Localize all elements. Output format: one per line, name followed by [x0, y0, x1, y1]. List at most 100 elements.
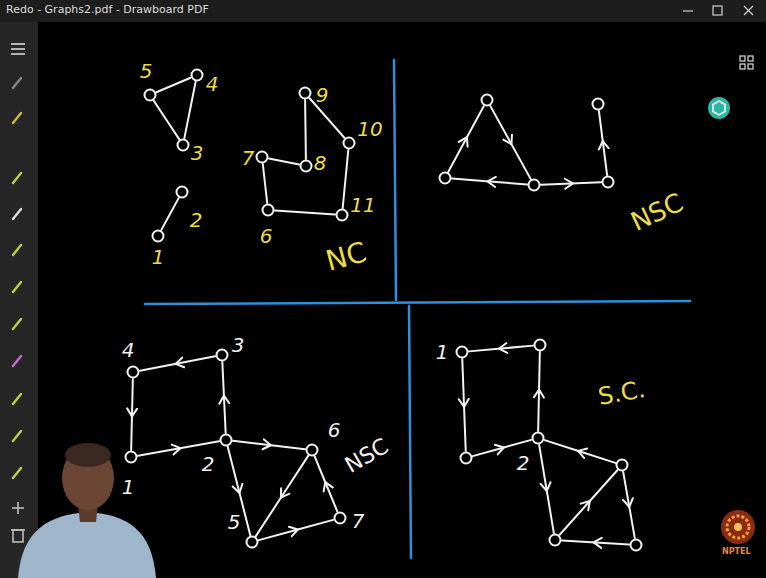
vertex-number: 2	[202, 454, 215, 474]
graph-edge	[233, 441, 305, 449]
graph-edge	[156, 78, 190, 93]
graph-vertex: 1	[151, 229, 165, 243]
graph-vertex	[591, 97, 605, 111]
graph-edge	[304, 100, 307, 159]
graph-vertex: 11	[335, 208, 349, 222]
vertex-circle	[151, 229, 165, 243]
graph-vertex: 4	[190, 68, 204, 82]
vertex-circle	[591, 97, 605, 111]
window-title: Redo - Graphs2.pdf - Drawboard PDF	[6, 4, 209, 16]
graph-edge	[154, 101, 179, 139]
vertex-circle	[126, 365, 140, 379]
vertex-circle	[299, 159, 313, 173]
graph-edge	[140, 356, 215, 370]
tool-bar	[0, 22, 38, 578]
graph-vertex: 6	[305, 443, 319, 457]
graph-vertex	[527, 178, 541, 192]
vertex-circle	[480, 93, 494, 107]
vertex-circle	[459, 451, 473, 465]
graph-vertex	[601, 175, 615, 189]
vertex-number: 1	[152, 247, 165, 267]
graph-edge	[490, 106, 530, 179]
graph-edge	[228, 447, 251, 535]
menu-icon	[11, 44, 25, 54]
graph-verdict: NC	[323, 237, 370, 277]
graph-vertex: 1	[124, 450, 138, 464]
vertex-circle	[342, 136, 356, 150]
vertex-number: 2	[517, 453, 530, 473]
graph-vertex: 9	[298, 86, 312, 100]
graph-vertex: 1	[455, 345, 469, 359]
vertex-circle	[333, 511, 347, 525]
graph-edge	[448, 106, 483, 172]
vertex-circle	[531, 431, 545, 445]
vertex-circle	[175, 185, 189, 199]
graph-vertex	[438, 171, 452, 185]
graph-edge	[462, 359, 465, 451]
graph-vertex	[533, 338, 547, 352]
graph-edge	[343, 150, 349, 208]
vertex-circle	[629, 538, 643, 552]
vertex-circle	[615, 458, 629, 472]
graph-edge	[469, 346, 533, 352]
vertex-circle	[215, 348, 229, 362]
vertex-circle	[305, 443, 319, 457]
graph-verdict: S.C.	[596, 376, 647, 410]
title-bar	[0, 0, 766, 22]
graph-vertex: 6	[261, 203, 275, 217]
graph-vertex: 10	[342, 136, 356, 150]
graph-edge	[599, 111, 607, 175]
graph-vertex	[615, 458, 629, 472]
vertex-circle	[143, 88, 157, 102]
graph-vertex	[480, 93, 494, 107]
vertex-circle	[455, 345, 469, 359]
vertex-number: 5	[228, 512, 241, 532]
graph-edge	[539, 445, 554, 533]
graph-edge	[263, 164, 267, 203]
graph-edge	[541, 182, 601, 184]
graph-edge	[269, 158, 299, 164]
graph-edge	[452, 179, 527, 185]
vertex-number: 3	[232, 335, 245, 355]
graph-edge	[161, 198, 178, 230]
vertex-circle	[255, 150, 269, 164]
vertex-number: 4	[206, 74, 219, 94]
vertex-number: 10	[357, 119, 382, 139]
vertex-number: 5	[140, 61, 153, 81]
graph-vertex: 7	[333, 511, 347, 525]
vertex-circle	[261, 203, 275, 217]
window-controls	[683, 6, 753, 15]
vertex-circle	[527, 178, 541, 192]
graph-vertex	[629, 538, 643, 552]
settings-icon	[708, 97, 730, 119]
graph-vertex: 5	[143, 88, 157, 102]
vertex-circle	[124, 450, 138, 464]
graph-vertex: 3	[215, 348, 229, 362]
graph-vertex	[459, 451, 473, 465]
graph-edge	[560, 470, 618, 535]
vertex-circle	[601, 175, 615, 189]
vertex-number: 1	[122, 477, 135, 497]
vertex-circle	[533, 338, 547, 352]
graph-verdict: NSC	[626, 188, 687, 237]
vertex-number: 11	[350, 195, 375, 215]
graph-vertex: 4	[126, 365, 140, 379]
vertex-circle	[335, 208, 349, 222]
graph-edge	[545, 440, 616, 463]
nptel-logo	[721, 510, 755, 544]
vertex-number: 3	[191, 143, 204, 163]
vertex-number: 9	[316, 85, 329, 105]
graph-edge	[222, 362, 225, 433]
graph-vertex: 7	[255, 150, 269, 164]
graph-vertex: 2	[531, 431, 545, 445]
add-delete-icons	[11, 502, 25, 542]
vertex-number: 7	[242, 148, 255, 168]
vertex-circle	[548, 533, 562, 547]
vertex-circle	[219, 433, 233, 447]
graph-edge	[623, 472, 635, 538]
